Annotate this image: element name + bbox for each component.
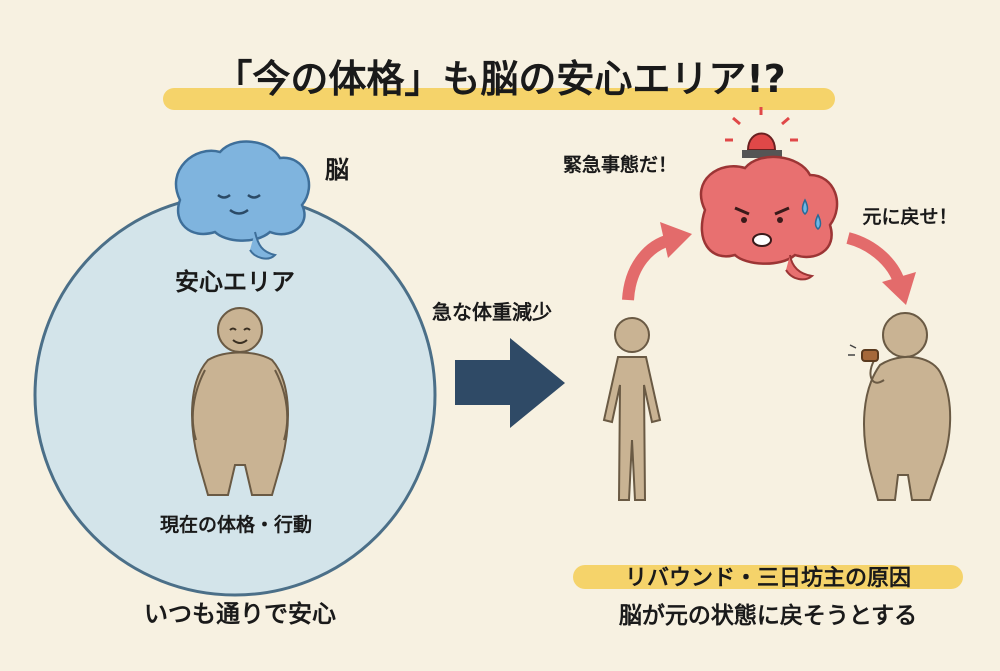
command-speech: 元に戻せ！ (862, 206, 958, 228)
safe-zone-label: 安心エリア (175, 268, 295, 296)
current-body-label: 現在の体格・行動 (159, 514, 313, 536)
siren-icon (725, 107, 798, 158)
rebound-cause-caption: リバウンド・三日坊主の原因 (624, 566, 912, 591)
curved-arrow-down-icon (846, 232, 916, 305)
alarm-speech: 緊急事態だ！ (562, 154, 678, 176)
calm-brain-icon (174, 140, 311, 260)
page-title: 「今の体格」も脳の安心エリア!? (214, 57, 786, 101)
thin-body-figure (602, 317, 662, 501)
title-highlight (163, 88, 835, 110)
left-caption: いつも通りで安心 (144, 600, 336, 628)
current-body-figure (191, 307, 289, 496)
weight-loss-label: 急な体重減少 (432, 300, 552, 324)
caption-highlight (573, 565, 963, 589)
alarmed-brain-icon (699, 155, 839, 281)
curved-arrow-up-icon (622, 222, 692, 301)
rebound-body-figure (848, 312, 952, 501)
brain-label: 脳 (325, 156, 349, 184)
weight-loss-arrow-icon (455, 338, 565, 428)
right-caption: 脳が元の状態に戻そうとする (618, 603, 918, 629)
